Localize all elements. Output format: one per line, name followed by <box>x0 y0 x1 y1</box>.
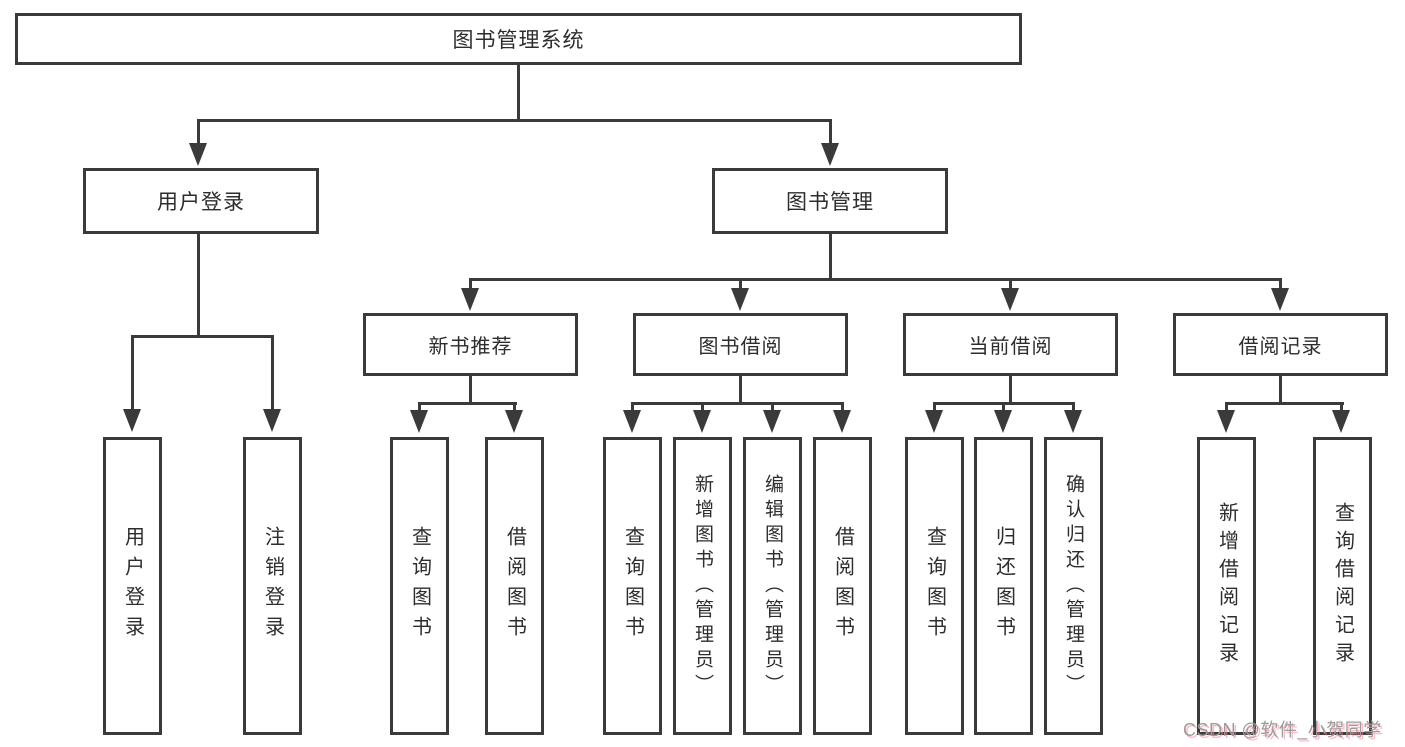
arrowhead-leaf-user-login <box>123 409 141 432</box>
connector-root-vertical <box>517 65 520 121</box>
node-root-label: 图书管理系统 <box>452 29 585 52</box>
arrowhead-current-borrow <box>1001 288 1019 311</box>
leaf-current-return-book: 归还图书 <box>974 437 1033 735</box>
arrowhead-current-query <box>925 410 943 433</box>
connector-current-vertical <box>1009 376 1012 405</box>
connector-book-management-vertical <box>829 234 832 281</box>
leaf-borrow-add-book-admin: 新增图书（管理员） <box>673 437 732 735</box>
leaf-current-query-book-label: 查询图书 <box>923 526 946 646</box>
node-current-borrow-label: 当前借阅 <box>968 336 1053 358</box>
arrowhead-recommend-borrow <box>505 410 523 433</box>
node-new-book-recommend: 新书推荐 <box>363 313 578 376</box>
leaf-records-query-record: 查询借阅记录 <box>1313 437 1372 735</box>
arrowhead-current-confirm <box>1064 410 1082 433</box>
connector-book-management-bar <box>469 278 1282 281</box>
connector-user-login-vertical <box>197 234 200 338</box>
leaf-records-add-record: 新增借阅记录 <box>1197 437 1256 735</box>
connector-stub-current-borrow <box>1009 278 1012 290</box>
node-book-borrow: 图书借阅 <box>633 313 848 376</box>
connector-records-bar <box>1225 402 1344 405</box>
connector-stub-recommend-borrow <box>513 402 516 412</box>
connector-stub-borrow-records <box>1279 278 1282 290</box>
node-book-borrow-label: 图书借阅 <box>698 336 783 358</box>
leaf-logout-label: 注销登录 <box>261 526 284 646</box>
connector-stub-new-book <box>469 278 472 290</box>
connector-stub-records-add <box>1225 402 1228 412</box>
connector-records-vertical <box>1279 376 1282 405</box>
leaf-borrow-query-book-label: 查询图书 <box>621 526 644 646</box>
connector-stub-current-return <box>1002 402 1005 412</box>
connector-stub-borrow-edit <box>771 402 774 412</box>
arrowhead-recommend-query <box>410 410 428 433</box>
node-borrow-records-label: 借阅记录 <box>1238 336 1323 358</box>
leaf-records-add-record-label: 新增借阅记录 <box>1215 502 1238 670</box>
arrowhead-borrow-query <box>623 410 641 433</box>
arrowhead-book-management <box>821 143 839 166</box>
arrowhead-borrow-records <box>1271 288 1289 311</box>
leaf-borrow-edit-book-admin: 编辑图书（管理员） <box>743 437 802 735</box>
connector-stub-borrow-add <box>701 402 704 412</box>
leaf-borrow-borrow-book: 借阅图书 <box>813 437 872 735</box>
leaf-current-confirm-return-admin: 确认归还（管理员） <box>1044 437 1103 735</box>
leaf-records-query-record-label: 查询借阅记录 <box>1331 502 1354 670</box>
leaf-recommend-query-book-label: 查询图书 <box>408 526 431 646</box>
arrowhead-leaf-logout <box>263 409 281 432</box>
arrowhead-new-book <box>461 288 479 311</box>
node-root: 图书管理系统 <box>15 13 1022 65</box>
node-book-management-label: 图书管理 <box>786 191 874 214</box>
connector-stub-leaf-user-login <box>131 335 134 411</box>
leaf-current-confirm-return-admin-label: 确认归还（管理员） <box>1063 473 1084 699</box>
node-book-management: 图书管理 <box>712 168 948 234</box>
leaf-borrow-edit-book-admin-label: 编辑图书（管理员） <box>762 473 783 699</box>
arrowhead-user-login <box>189 143 207 166</box>
connector-stub-recommend-query <box>418 402 421 412</box>
connector-stub-book-borrow <box>739 278 742 290</box>
connector-stub-borrow-query <box>631 402 634 412</box>
arrowhead-borrow-borrow <box>833 410 851 433</box>
connector-recommend-bar <box>418 402 517 405</box>
leaf-borrow-borrow-book-label: 借阅图书 <box>831 526 854 646</box>
leaf-user-login-label: 用户登录 <box>121 526 144 646</box>
connector-borrow-bar <box>631 402 844 405</box>
leaf-recommend-query-book: 查询图书 <box>390 437 449 735</box>
leaf-current-query-book: 查询图书 <box>905 437 964 735</box>
arrowhead-book-borrow <box>731 288 749 311</box>
arrowhead-borrow-edit <box>763 410 781 433</box>
connector-stub-records-query <box>1340 402 1343 412</box>
connector-user-login-bar <box>131 335 274 338</box>
connector-stub-leaf-logout <box>271 335 274 411</box>
csdn-watermark: CSDN @软件_小贺同学 <box>1183 720 1382 740</box>
node-new-book-recommend-label: 新书推荐 <box>428 336 513 358</box>
connector-recommend-vertical <box>469 376 472 405</box>
leaf-recommend-borrow-book-label: 借阅图书 <box>503 526 526 646</box>
connector-borrow-vertical <box>739 376 742 405</box>
leaf-recommend-borrow-book: 借阅图书 <box>485 437 544 735</box>
leaf-borrow-add-book-admin-label: 新增图书（管理员） <box>692 473 713 699</box>
leaf-user-login: 用户登录 <box>103 437 162 735</box>
arrowhead-records-query <box>1332 410 1350 433</box>
node-user-login-label: 用户登录 <box>157 191 245 214</box>
arrowhead-records-add <box>1217 410 1235 433</box>
connector-stub-current-query <box>933 402 936 412</box>
node-borrow-records: 借阅记录 <box>1173 313 1388 376</box>
leaf-current-return-book-label: 归还图书 <box>992 526 1015 646</box>
connector-stub-current-confirm <box>1072 402 1075 412</box>
leaf-borrow-query-book: 查询图书 <box>603 437 662 735</box>
leaf-logout: 注销登录 <box>243 437 302 735</box>
connector-stub-book-management <box>829 119 832 145</box>
arrowhead-current-return <box>994 410 1012 433</box>
connector-stub-borrow-borrow <box>841 402 844 412</box>
connector-root-bar <box>197 119 832 122</box>
connector-stub-user-login <box>197 119 200 145</box>
node-user-login: 用户登录 <box>83 168 319 234</box>
arrowhead-borrow-add <box>693 410 711 433</box>
node-current-borrow: 当前借阅 <box>903 313 1118 376</box>
